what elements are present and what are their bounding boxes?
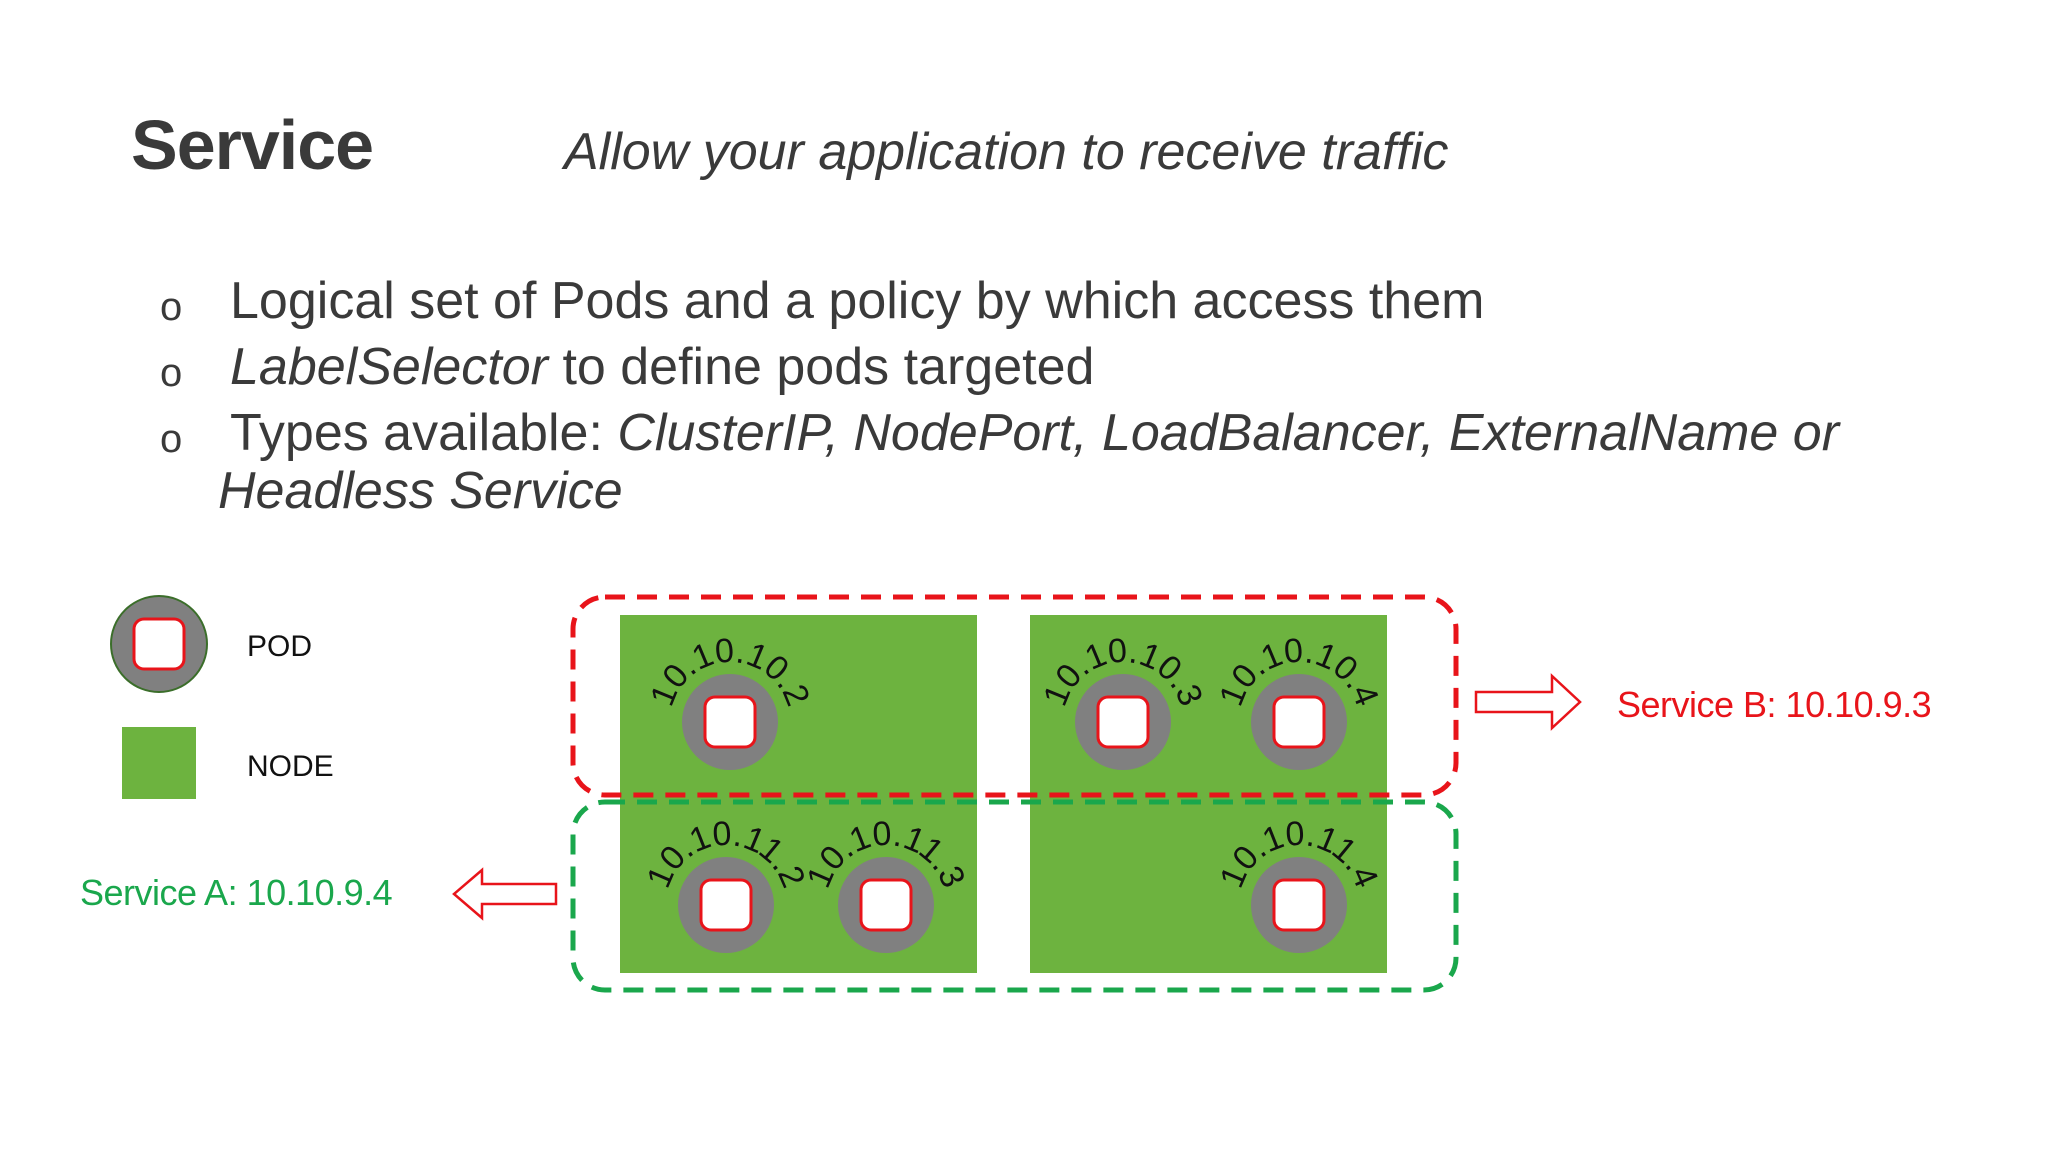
pod-10-10-11-4 (1251, 857, 1347, 953)
bullet-marker: o (160, 351, 183, 395)
bullet-types-continued: Headless Service (218, 462, 623, 520)
bullet-text: Logical set of Pods and a policy by whic… (230, 272, 1485, 330)
slide-subtitle: Allow your application to receive traffi… (564, 123, 1449, 181)
pod-10-10-10-2 (682, 674, 778, 770)
pod-10-10-10-4 (1251, 674, 1347, 770)
bullet-text: to define pods targeted (548, 338, 1095, 396)
bullet-text: Types available: (230, 404, 618, 462)
service-b-boundary (570, 594, 1459, 798)
legend-pod-icon (110, 595, 208, 693)
arrow-right-icon (1474, 673, 1582, 731)
bullet-item: o LabelSelector to define pods targeted (160, 338, 1960, 396)
slide-title: Service (131, 106, 374, 184)
service-a-label: Service A: 10.10.9.4 (80, 872, 393, 913)
legend-pod-label: POD (247, 630, 313, 663)
service-b-label: Service B: 10.10.9.3 (1617, 684, 1932, 725)
bullet-list: o Logical set of Pods and a policy by wh… (160, 272, 1960, 528)
bullet-emphasis: LabelSelector (230, 338, 548, 396)
pod-10-10-11-2 (678, 857, 774, 953)
bullet-types: ClusterIP, NodePort, LoadBalancer, Exter… (617, 404, 1840, 462)
bullet-item: o Logical set of Pods and a policy by wh… (160, 272, 1960, 330)
service-a-boundary (570, 799, 1459, 993)
bullet-marker: o (160, 417, 183, 461)
bullet-item: o Types available: ClusterIP, NodePort, … (160, 404, 1960, 520)
pod-10-10-10-3 (1075, 674, 1171, 770)
arrow-left-icon (452, 867, 558, 921)
pod-10-10-11-3 (838, 857, 934, 953)
legend-node-label: NODE (247, 750, 334, 783)
legend-node-icon (122, 727, 196, 799)
bullet-marker: o (160, 285, 183, 329)
